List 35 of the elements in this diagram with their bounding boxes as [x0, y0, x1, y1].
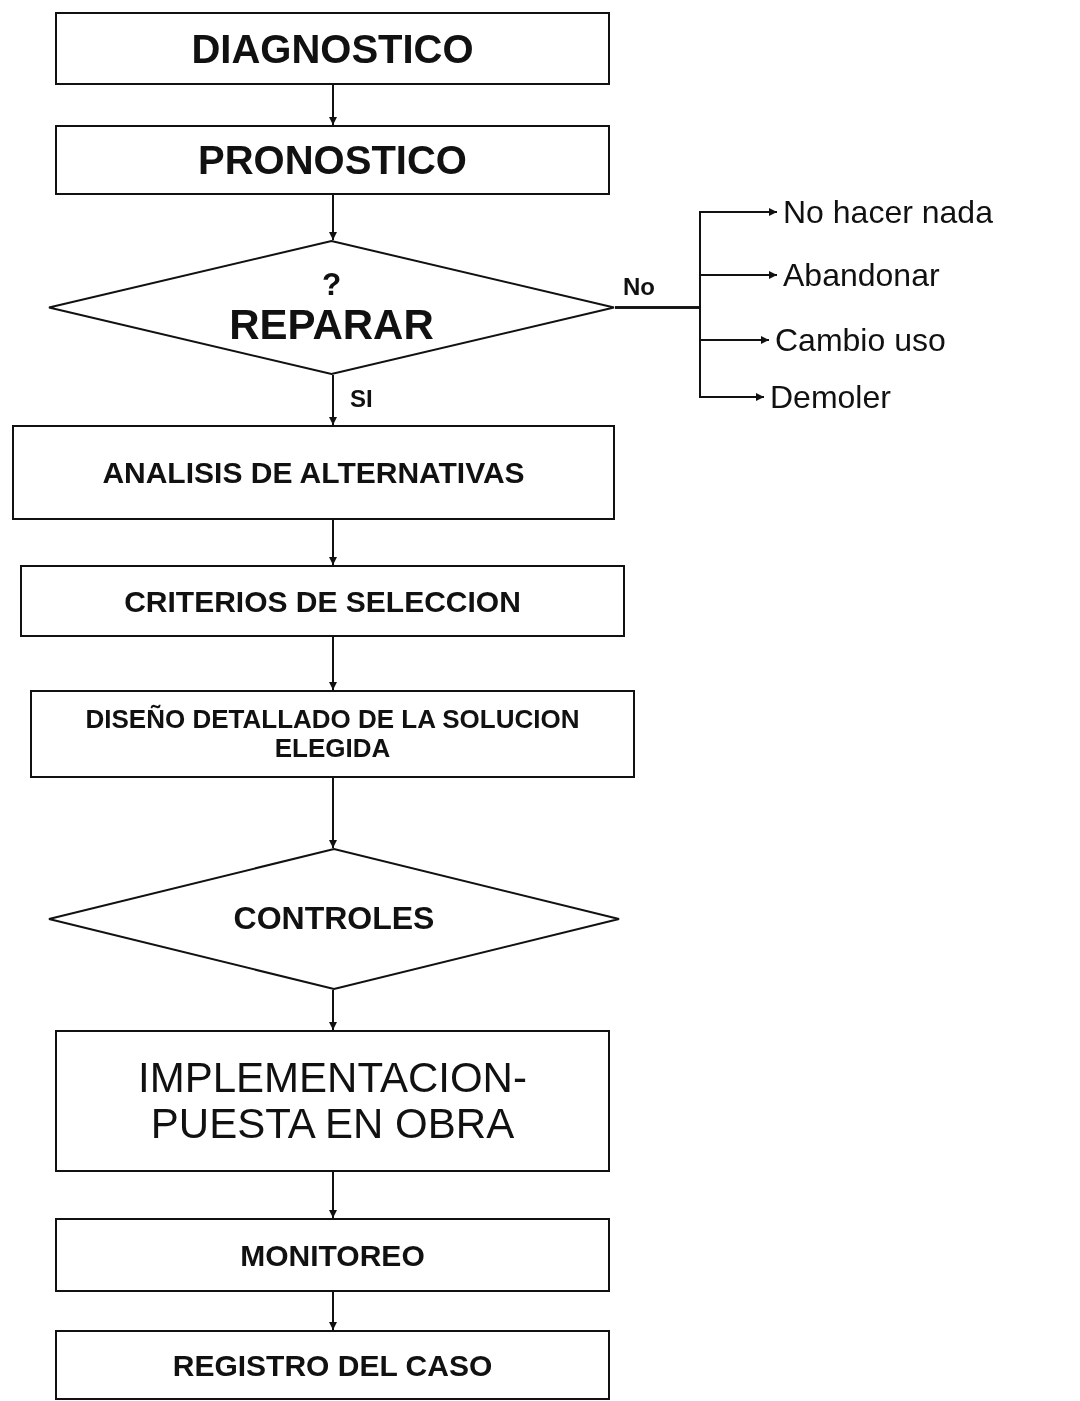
option-label: No hacer nada	[783, 192, 1073, 232]
arrow	[329, 777, 337, 849]
box-label: MONITOREO	[240, 1238, 425, 1272]
box-label: CONTROLES	[233, 901, 435, 937]
arrow	[329, 1171, 337, 1219]
arrow	[329, 1291, 337, 1331]
arrow	[329, 519, 337, 566]
box-label: DIAGNOSTICO	[191, 26, 474, 71]
process-box	[55, 12, 610, 85]
arrow	[329, 636, 337, 691]
option-label: Abandonar	[783, 255, 1033, 295]
arrow	[329, 374, 337, 426]
decision-diamond	[48, 240, 615, 375]
process-box	[55, 1218, 610, 1292]
box-label: ANALISIS DE ALTERNATIVAS	[102, 456, 525, 489]
box-label: ?	[321, 267, 342, 302]
arrow	[329, 989, 337, 1031]
process-box	[55, 125, 610, 195]
process-box	[30, 690, 635, 778]
arrow	[329, 194, 337, 241]
box-label: REGISTRO DEL CASO	[172, 1348, 493, 1382]
process-box	[55, 1330, 610, 1400]
arrow	[614, 306, 765, 401]
process-box	[55, 1030, 610, 1172]
option-label: Demoler	[770, 377, 1020, 417]
box-label: REPARAR	[229, 301, 434, 348]
arrow	[329, 84, 337, 126]
decision-diamond	[48, 848, 620, 990]
process-box	[20, 565, 625, 637]
box-label: DISEÑO DETALLADO DE LA SOLUCION ELEGIDA	[84, 705, 581, 763]
box-label: CRITERIOS DE SELECCION	[124, 584, 521, 618]
box-label: PRONOSTICO	[198, 138, 467, 182]
option-label: Cambio uso	[775, 320, 1035, 360]
process-box	[12, 425, 615, 520]
box-label: IMPLEMENTACION- PUESTA EN OBRA	[137, 1054, 528, 1148]
